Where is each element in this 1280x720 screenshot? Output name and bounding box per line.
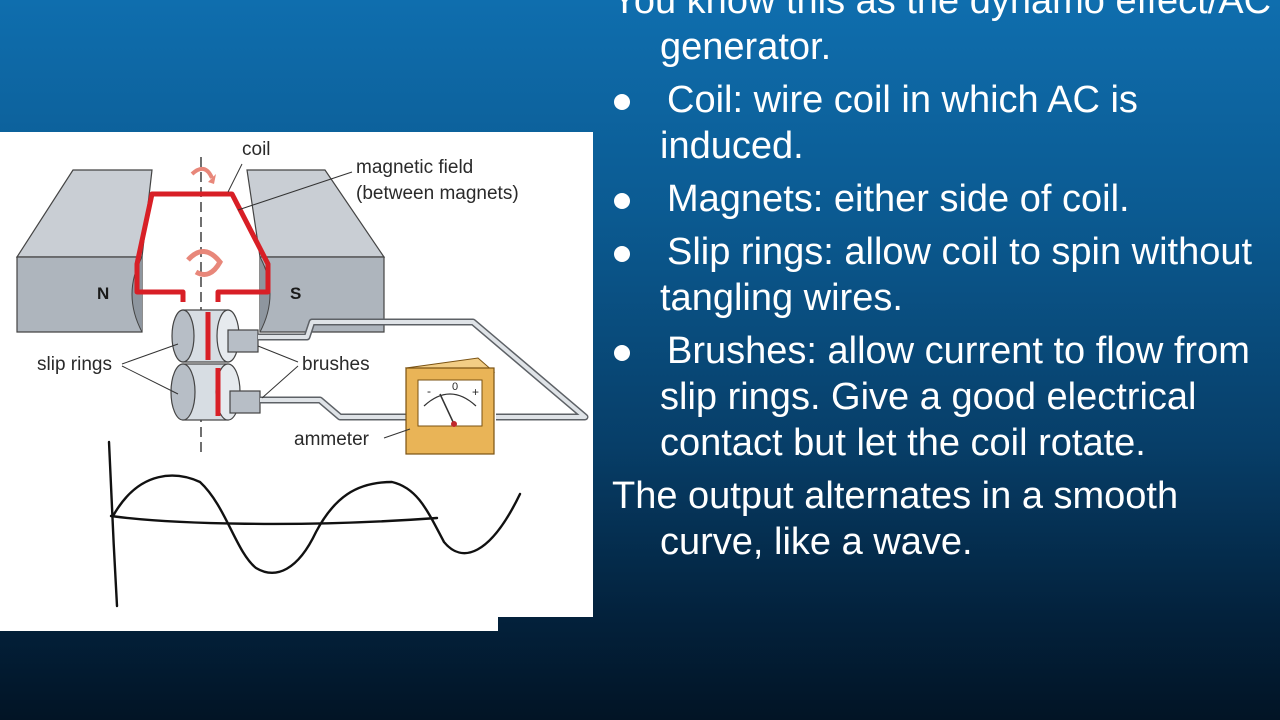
bullet-dot-icon: [614, 345, 630, 361]
bullet-coil: Coil: wire coil in which AC is induced.: [612, 77, 1272, 169]
slip-rings: [170, 309, 241, 421]
wire: [258, 320, 587, 419]
magnetic-field-sublabel: (between magnets): [356, 183, 519, 204]
rotation-arrow-icon: [190, 166, 214, 179]
slip-rings-label: slip rings: [37, 354, 112, 375]
brushes-label: brushes: [302, 354, 370, 375]
diagram-panel-edge: [0, 616, 498, 631]
output-wave-sketch: [107, 440, 522, 608]
rotation-arrowhead-icon: [208, 174, 216, 184]
bullet-dot-icon: [614, 193, 630, 209]
north-pole-label: N: [97, 284, 109, 303]
south-pole-label: S: [290, 284, 301, 303]
brushes: [227, 329, 261, 414]
bullet-brushes: Brushes: allow current to flow from slip…: [612, 328, 1272, 466]
wire: [260, 398, 410, 419]
rotation-arrow-icon: [186, 249, 224, 277]
diagram-illustration: 0 - + N S coil magnetic field (between m…: [15, 139, 589, 608]
bullet-text: Slip rings: allow coil to spin without t…: [660, 231, 1253, 319]
meter-plus-label: +: [472, 385, 479, 399]
bullet-text: Brushes: allow current to flow from slip…: [660, 330, 1250, 464]
bullet-text: Coil: wire coil in which AC is induced.: [660, 79, 1138, 167]
meter-zero-label: 0: [452, 381, 458, 393]
ammeter: 0 - +: [404, 357, 496, 455]
ammeter-needle-icon: [439, 393, 455, 425]
north-magnet: [15, 169, 153, 333]
slide-text: You know this as the dynamo effect/AC ge…: [612, 0, 1272, 572]
bullet-dot-icon: [614, 94, 630, 110]
closing-text: The output alternates in a smooth curve,…: [612, 475, 1179, 563]
bullet-text: Magnets: either side of coil.: [667, 178, 1130, 220]
ac-generator-diagram: 0 - + N S coil magnetic field (between m…: [0, 132, 593, 617]
coil: [134, 191, 271, 302]
ammeter-label: ammeter: [294, 429, 370, 450]
bullet-slip-rings: Slip rings: allow coil to spin without t…: [612, 229, 1272, 321]
bullet-magnets: Magnets: either side of coil.: [612, 176, 1272, 222]
intro-text: You know this as the dynamo effect/AC ge…: [612, 0, 1272, 68]
coil-label: coil: [242, 139, 271, 160]
magnetic-field-label: magnetic field: [356, 157, 473, 178]
bullet-dot-icon: [614, 246, 630, 262]
meter-minus-label: -: [427, 384, 431, 398]
